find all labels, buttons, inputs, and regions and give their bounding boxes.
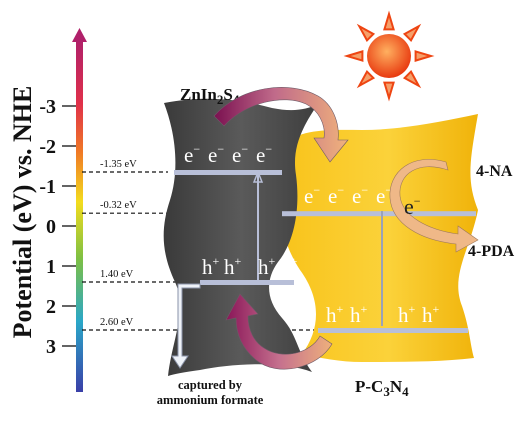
tick-label: 3	[46, 336, 56, 358]
hole-transfer-arrow	[225, 293, 333, 370]
scavenger-note-line2: ammonium formate	[157, 393, 264, 407]
charge-carriers: e−e−e−e−e−e−e−e−h+h+h+h+h+h+h+h+	[184, 142, 440, 327]
hole-symbol: h+	[350, 302, 368, 327]
reactant-label: 4-NA	[476, 163, 513, 180]
scavenger-note-line1: captured by	[178, 378, 243, 392]
hole-symbol: h+	[398, 302, 416, 327]
pc3n4-label: P-C3N4	[355, 377, 409, 399]
electron-symbol: e−	[208, 142, 224, 167]
electron-symbol: e−	[376, 183, 392, 208]
electron-symbol: e−	[304, 183, 320, 208]
sun-ray	[402, 23, 422, 43]
hole-symbol: h+	[224, 254, 242, 279]
hole-symbol: h+	[202, 254, 220, 279]
band-edge	[200, 280, 294, 285]
hole-symbol: h+	[326, 302, 344, 327]
energy-level-label: -0.32 eV	[100, 200, 137, 211]
band-edge-lines	[174, 170, 476, 333]
hole-scavenger-arrow	[171, 283, 201, 369]
electron-transfer-arrow	[213, 87, 349, 163]
electron-symbol: e−	[184, 142, 200, 167]
scale-arrow-head	[72, 28, 87, 42]
electron-symbol: e−	[328, 183, 344, 208]
electron-symbol: e−	[352, 183, 368, 208]
hole-symbol: h+	[422, 302, 440, 327]
sun-ray	[383, 10, 395, 31]
band-edge	[318, 328, 468, 333]
y-axis-label: Potential (eV) vs. NHE	[8, 86, 37, 339]
product-label: 4-PDA	[468, 243, 515, 260]
sun-ray	[343, 50, 364, 62]
pc3n4-band-body	[278, 114, 478, 362]
sun-ray	[356, 23, 376, 43]
hole-symbol: h+	[258, 254, 276, 279]
sun-icon	[343, 10, 435, 102]
color-scale-bar	[76, 40, 83, 392]
sun-ray	[383, 81, 395, 102]
band-edge	[174, 170, 282, 175]
tick-label: 0	[46, 216, 56, 238]
tick-label: -2	[39, 136, 56, 158]
tick-label: -1	[39, 176, 56, 198]
electron-symbol: e−	[256, 142, 272, 167]
energy-level-label: -1.35 eV	[100, 159, 137, 170]
sun-ray	[402, 69, 422, 89]
tick-label: 1	[46, 256, 56, 278]
energy-level-label: 1.40 eV	[100, 269, 134, 280]
y-axis-ticks: -3 -2 -1 0 1 2 3	[39, 96, 76, 358]
znin2s4-band-body	[163, 98, 318, 377]
hole-symbol: h+	[280, 254, 298, 279]
band-edge	[282, 211, 476, 217]
tick-label: 2	[46, 296, 56, 318]
energy-level-label: 2.60 eV	[100, 317, 134, 328]
electron-symbol: e−	[232, 142, 248, 167]
tick-label: -3	[39, 96, 56, 118]
reaction-electron-label: e−	[404, 194, 421, 219]
sun-ray	[414, 50, 435, 62]
sun-ray	[356, 69, 376, 89]
znin2s4-excitation-arrowhead	[252, 169, 264, 183]
